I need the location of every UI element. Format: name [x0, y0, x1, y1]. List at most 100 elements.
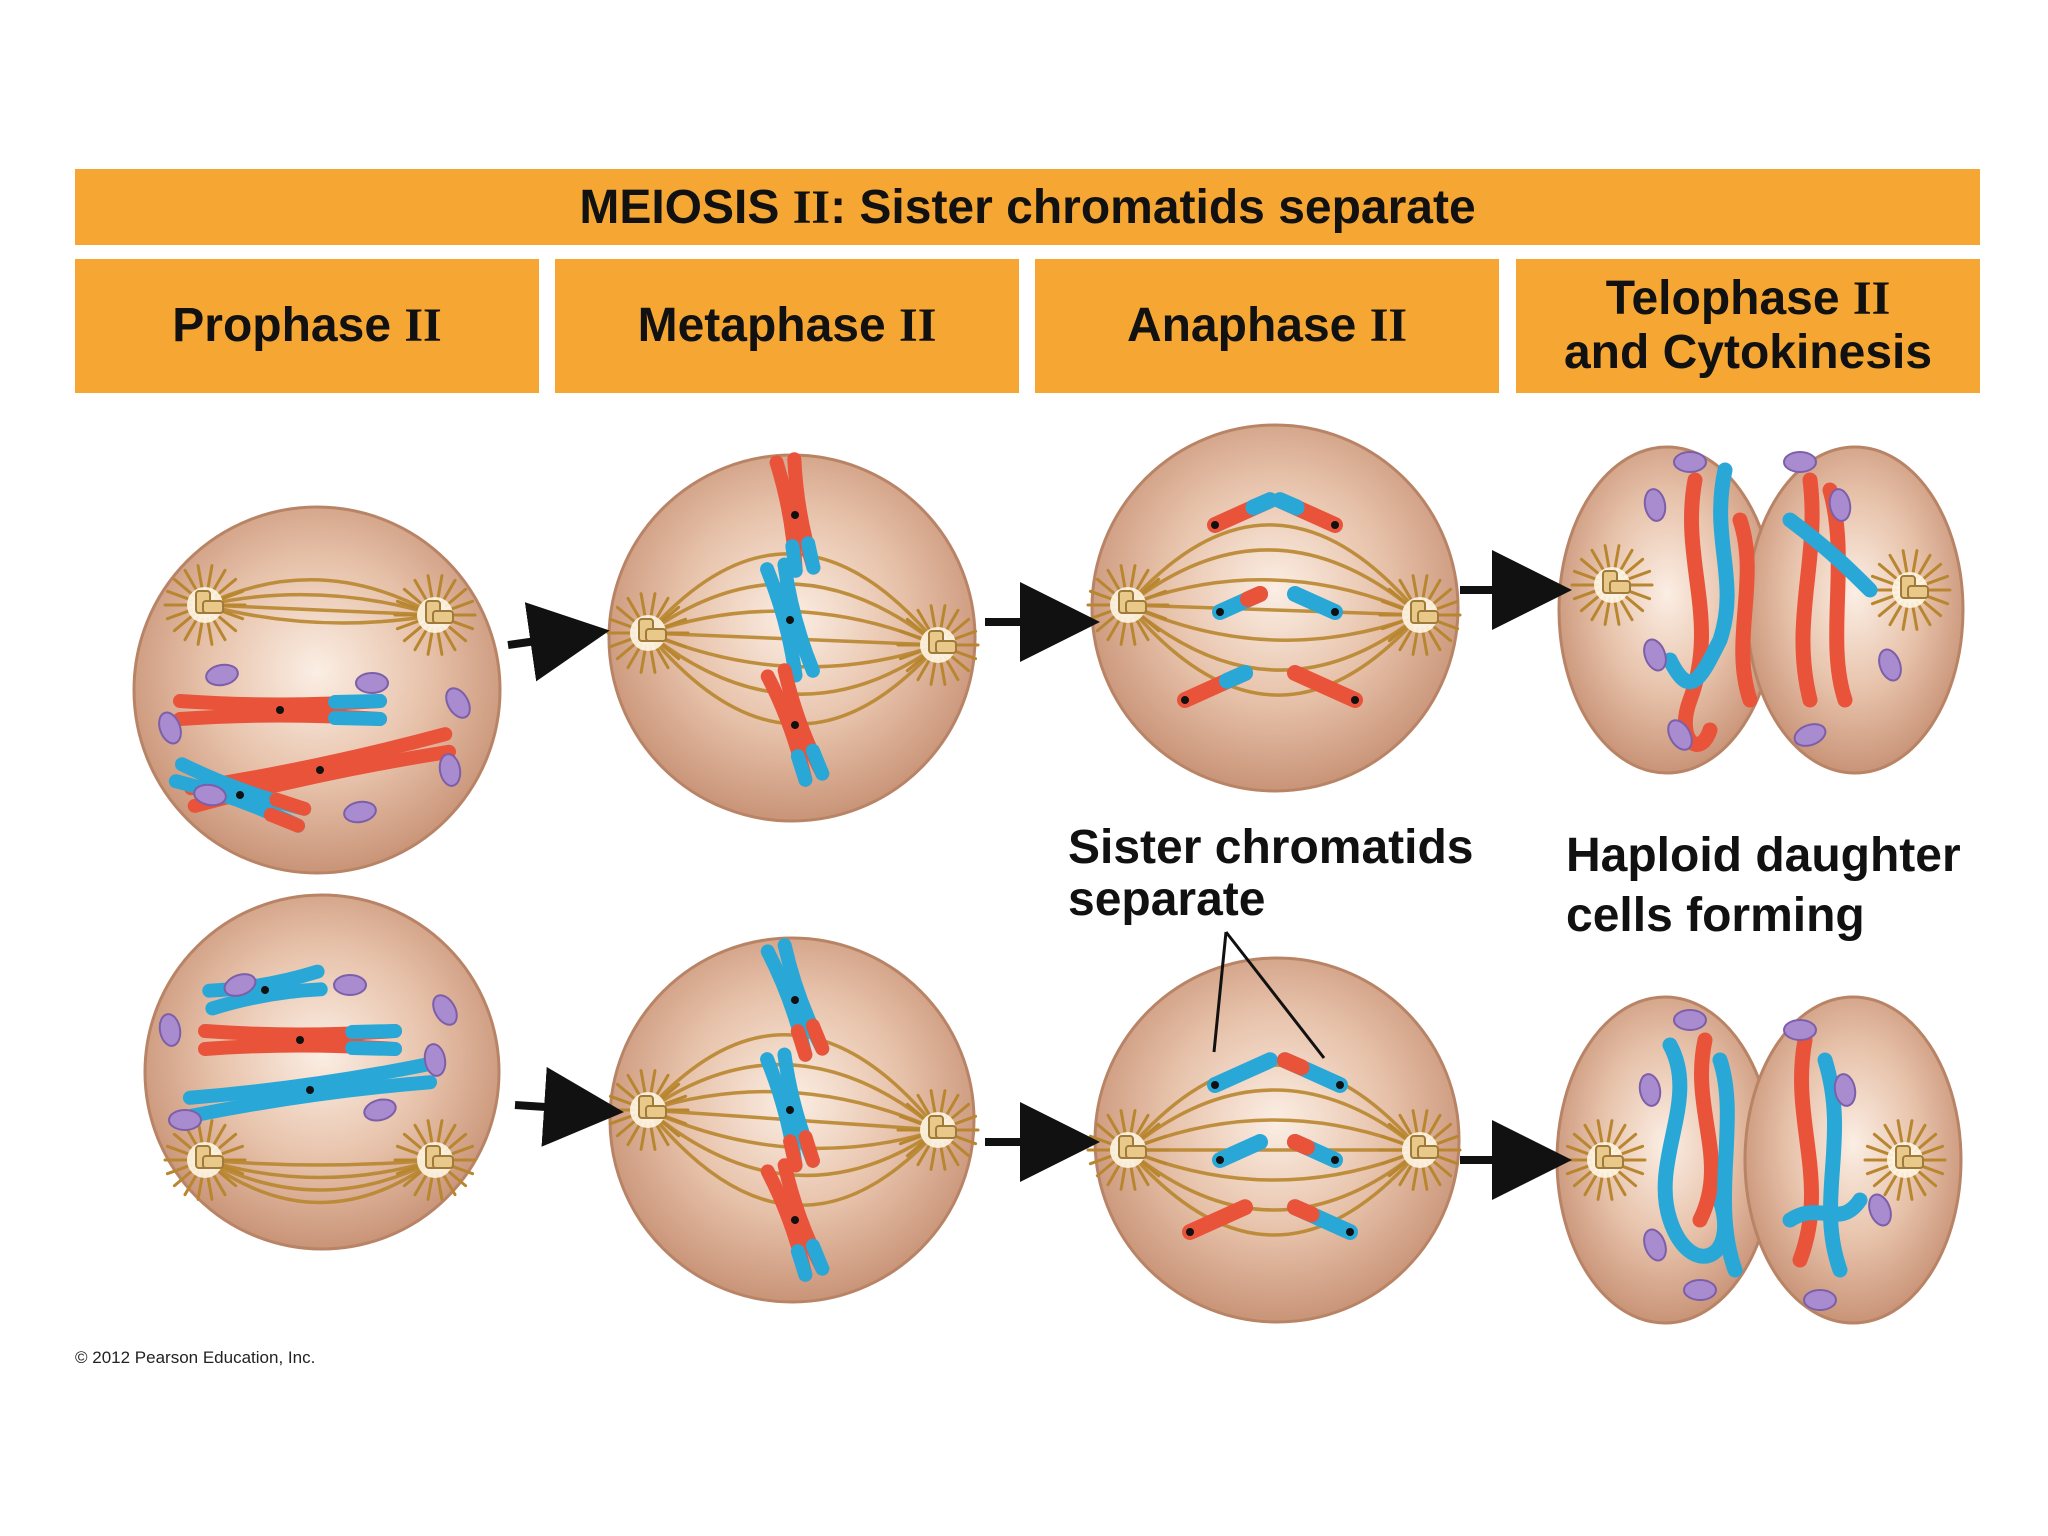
- centromere: [1331, 521, 1339, 529]
- stage-prophase-ii: Prophase II: [75, 259, 539, 393]
- organelle: [158, 711, 182, 745]
- aster-ray: [426, 1119, 435, 1148]
- aster-ray: [898, 1114, 927, 1127]
- decondensing-chromatin: [1817, 1052, 1848, 1278]
- aster-ray: [210, 615, 227, 642]
- aster-ray: [1888, 600, 1905, 627]
- centromere: [1331, 1156, 1339, 1164]
- chromatid-tip: [345, 1041, 402, 1056]
- centromere: [296, 1036, 304, 1044]
- progression-arrow: [514, 1066, 624, 1147]
- aster-ray: [1612, 597, 1621, 626]
- chromosome: [202, 964, 328, 1016]
- chromatid: [760, 562, 803, 683]
- decondensing-chromatin: [1732, 512, 1758, 708]
- decondensing-chromatin: [1792, 1032, 1819, 1268]
- centriole: [1125, 600, 1147, 614]
- copyright: © 2012 Pearson Education, Inc.: [75, 1348, 316, 1367]
- chromatid-tip: [801, 536, 821, 575]
- separated-chromatid: [1177, 665, 1253, 708]
- aster-ray: [1910, 1123, 1927, 1150]
- aster-ray: [426, 574, 435, 603]
- centriole: [1609, 580, 1631, 594]
- aster-ray: [1616, 1144, 1645, 1157]
- aster-ray: [1583, 1170, 1600, 1197]
- aster-ray: [1572, 1132, 1596, 1153]
- aster-ray: [172, 1132, 196, 1153]
- chromosome: [760, 1047, 820, 1173]
- spindle-fiber: [204, 1158, 436, 1167]
- aster-ray: [905, 1137, 929, 1158]
- stage-roman: II: [1369, 299, 1408, 352]
- aster-ray: [1137, 1122, 1161, 1143]
- aster-ray: [440, 578, 457, 605]
- decondensing-chromatin: [1692, 1032, 1719, 1228]
- aster-ray: [1398, 625, 1415, 652]
- centriole: [1417, 1145, 1439, 1159]
- stage-roman: II: [899, 299, 937, 352]
- centromere: [786, 1106, 794, 1114]
- centromere: [1351, 696, 1359, 704]
- aster-ray: [608, 636, 637, 649]
- chromosome: [168, 757, 312, 833]
- centromere: [276, 706, 284, 714]
- aster-ray: [1095, 1157, 1119, 1178]
- separated-chromatid: [1182, 1199, 1253, 1240]
- aster-ray: [949, 1114, 978, 1127]
- aster-ray: [1603, 597, 1612, 626]
- aster-ray: [943, 608, 960, 635]
- chromatid-tip: [1272, 492, 1305, 516]
- chromatid-tip: [328, 711, 387, 726]
- spindle-fiber: [1126, 603, 1422, 697]
- aster-ray: [1128, 1109, 1137, 1138]
- aster-ray: [1865, 1144, 1894, 1157]
- aster-ray: [1398, 578, 1415, 605]
- aster-ray: [657, 640, 681, 661]
- centromere: [791, 511, 799, 519]
- aster-ray: [916, 1093, 933, 1120]
- aster-ray: [659, 1094, 688, 1107]
- aster-ray: [1431, 599, 1460, 612]
- centromere: [1216, 1156, 1224, 1164]
- aster-ray: [205, 1119, 214, 1148]
- aster-ray: [1095, 577, 1119, 598]
- aster-ray: [615, 605, 639, 626]
- aster-ray: [1095, 612, 1119, 633]
- organelle: [1683, 1279, 1717, 1301]
- organelle: [1673, 1009, 1707, 1031]
- aster-ray: [1614, 1167, 1638, 1188]
- organelle: [1643, 488, 1667, 522]
- aster-ray: [214, 612, 238, 633]
- cell-prophase-bottom: [143, 893, 501, 1251]
- aster-ray: [214, 577, 238, 598]
- aster-ray: [210, 1170, 227, 1197]
- aster-ray: [1916, 1144, 1945, 1157]
- aster-ray: [1583, 1123, 1600, 1150]
- aster-ray: [938, 657, 947, 686]
- aster-ray: [1420, 627, 1429, 656]
- aster-ray: [1425, 1113, 1442, 1140]
- aster-ray: [426, 1172, 435, 1201]
- aster-ray: [1610, 1123, 1627, 1150]
- aster-ray: [413, 1170, 430, 1197]
- separated-chromatid: [1272, 492, 1343, 533]
- centrosome: [393, 1119, 477, 1201]
- centriole: [645, 628, 667, 642]
- chromatid-tip: [1240, 586, 1268, 608]
- spindle-fiber: [1126, 548, 1422, 617]
- aster-ray: [659, 617, 688, 630]
- chromosome: [760, 663, 830, 787]
- aster-ray: [905, 617, 929, 638]
- label-line: separate: [1068, 873, 1266, 926]
- centromere: [1216, 608, 1224, 616]
- aster-ray: [1137, 612, 1161, 633]
- aster-ray: [929, 657, 938, 686]
- aster-ray: [183, 1170, 200, 1197]
- meiosis-ii-banner: MEIOSIS II: Sister chromatids separate: [75, 169, 1980, 245]
- aster-ray: [1910, 602, 1919, 631]
- aster-ray: [165, 1144, 194, 1157]
- organelle: [343, 800, 377, 824]
- label-sister-chromatids-separate: Sister chromatids separate: [1068, 822, 1473, 926]
- separated-chromatid: [1207, 492, 1278, 533]
